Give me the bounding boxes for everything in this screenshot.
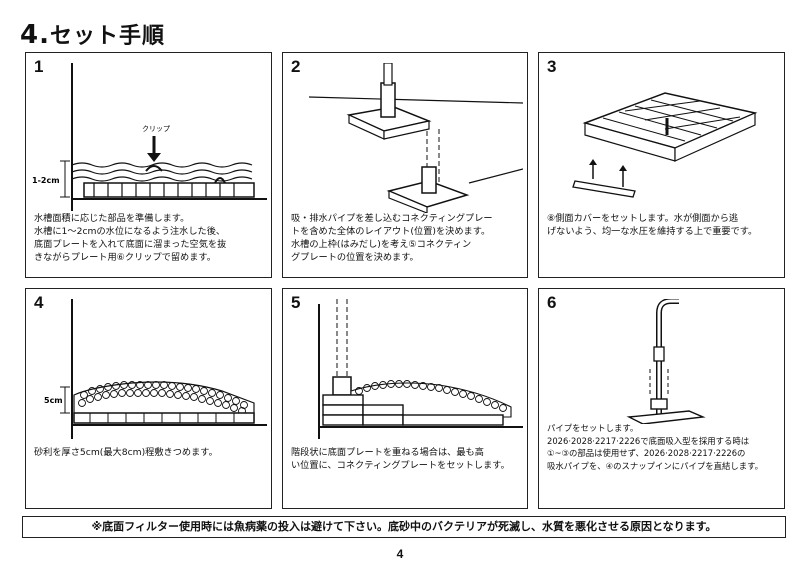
step-description: パイプをセットします。 2026·2028·2217·2226で底面吸入型を採用… [547, 423, 764, 471]
step-panel-3: 3 ⑧側面カバーをセットします。水が側面から逃 げないよう、均一な水圧を維持する… [538, 52, 785, 278]
step-panel-4: 5cm 4 砂利を厚さ5cm(最大8cm)程敷きつめます。 [25, 288, 272, 509]
section-title: 4.セット手順 [20, 18, 165, 50]
step-number: 3 [547, 57, 557, 76]
step-4-illustration: 5cm [44, 299, 267, 439]
section-heading: セット手順 [49, 24, 165, 49]
clip-label: クリップ [142, 125, 170, 133]
step-panel-6: 6 パイプをセットします。 2026·2028·2217·2226で底面吸入型を… [538, 288, 785, 509]
step-panel-1: 1-2cm クリップ 1 水槽面積に応じた部品を準備します。 水槽に1～2cmの… [25, 52, 272, 278]
step-number: 6 [547, 293, 557, 312]
step-description: 水槽面積に応じた部品を準備します。 水槽に1～2cmの水位になるよう注水した後、… [34, 213, 227, 263]
step-description: 砂利を厚さ5cm(最大8cm)程敷きつめます。 [34, 447, 218, 458]
step-1-illustration: 1-2cm クリップ [32, 63, 267, 211]
step-number: 1 [34, 57, 44, 76]
water-level-label: 1-2cm [32, 176, 60, 185]
step-3-illustration [572, 92, 758, 198]
step-6-illustration [626, 299, 706, 424]
step-description: 吸・排水パイプを差し込むコネクティングプレー トを含めた全体のレイアウト(位置)… [291, 213, 493, 263]
step-description: 階段状に底面プレートを重ねる場合は、最も高 い位置に、コネクティングプレートをセ… [291, 447, 510, 471]
step-number: 4 [34, 293, 44, 312]
page-number: 4 [396, 547, 404, 561]
section-number: 4. [20, 20, 50, 50]
step-number: 2 [291, 57, 301, 76]
step-2-illustration [308, 63, 523, 213]
step-panel-2: 2 吸・排水パイプを差し込むコネクティングプレー トを含めた全体のレイアウト(位… [282, 52, 528, 278]
gravel-depth-label: 5cm [44, 396, 63, 405]
step-panel-5: 5 階段状に底面プレートを重ねる場合は、最も高 い位置に、コネクティングプレート… [282, 288, 528, 509]
step-5-illustration [318, 299, 523, 439]
warning-notice: ※底面フィルター使用時には魚病薬の投入は避けて下さい。底砂中のバクテリアが死滅し… [22, 516, 786, 538]
step-description: ⑧側面カバーをセットします。水が側面から逃 げないよう、均一な水圧を維持する上で… [547, 213, 758, 237]
step-number: 5 [291, 293, 301, 312]
